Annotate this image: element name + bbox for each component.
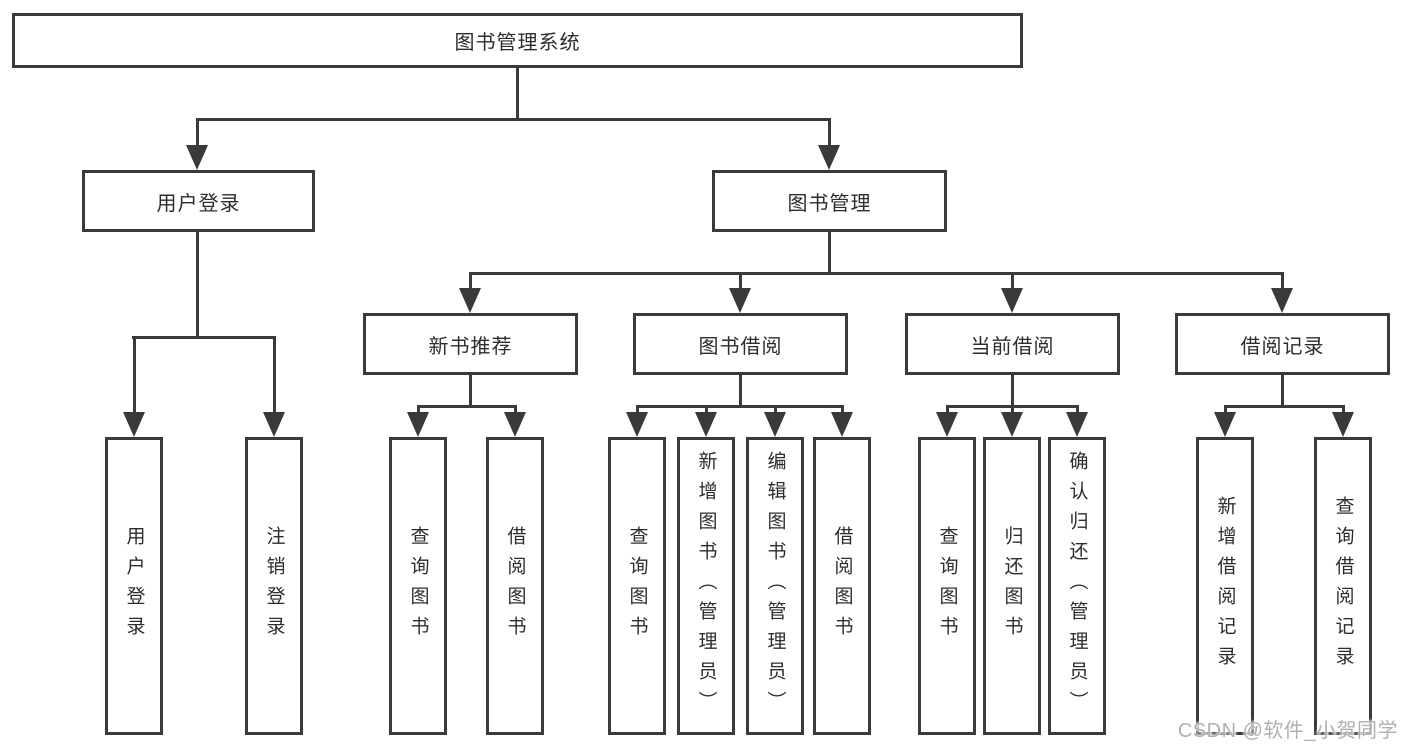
arrowhead-down-icon: [936, 412, 958, 437]
connector-stem: [841, 405, 844, 417]
arrowhead-down-icon: [818, 145, 840, 170]
leaf-record-add-label: 新增借阅记录: [1214, 496, 1236, 676]
node-root-label: 图书管理系统: [454, 32, 581, 54]
leaf-borrow-add-admin-label: 新增图书（管理员）: [695, 451, 717, 721]
arrowhead-down-icon: [1214, 412, 1236, 437]
connector-stem: [739, 272, 742, 292]
leaf-newbook-query-label: 查询图书: [407, 526, 429, 646]
connector-stem: [1281, 272, 1284, 292]
arrowhead-down-icon: [407, 412, 429, 437]
connector-stem: [469, 272, 472, 292]
leaf-record-query-label: 查询借阅记录: [1332, 496, 1354, 676]
connector-stem: [774, 405, 777, 417]
connector-stem: [946, 405, 949, 417]
leaf-logout-label: 注销登录: [263, 526, 285, 646]
connector-stem: [1011, 272, 1014, 292]
connector-bookmgmt-split: [469, 272, 1284, 275]
connector-stem: [273, 336, 276, 416]
leaf-borrow-edit-admin: 编辑图书（管理员）: [746, 437, 804, 735]
leaf-current-confirm-admin: 确认归还（管理员）: [1048, 437, 1106, 735]
leaf-borrow-edit-admin-label: 编辑图书（管理员）: [764, 451, 786, 721]
connector-borrow-trunk: [739, 375, 742, 408]
connector-borrow-split: [636, 405, 844, 408]
connector-userlogin-trunk: [196, 232, 199, 338]
leaf-user-login: 用户登录: [105, 437, 163, 735]
leaf-record-add: 新增借阅记录: [1196, 437, 1254, 735]
arrowhead-down-icon: [831, 412, 853, 437]
connector-stem: [417, 405, 420, 417]
leaf-current-return: 归还图书: [983, 437, 1041, 735]
node-user-login-label: 用户登录: [156, 192, 241, 215]
leaf-borrow-borrow-label: 借阅图书: [831, 526, 853, 646]
leaf-borrow-add-admin: 新增图书（管理员）: [677, 437, 735, 735]
leaf-record-query: 查询借阅记录: [1314, 437, 1372, 735]
arrowhead-down-icon: [123, 412, 145, 437]
node-book-borrow-label: 图书借阅: [698, 335, 783, 358]
leaf-logout: 注销登录: [245, 437, 303, 735]
node-book-management: 图书管理: [712, 170, 947, 232]
arrowhead-down-icon: [764, 412, 786, 437]
arrowhead-down-icon: [504, 412, 526, 437]
connector-stem: [196, 118, 199, 148]
node-root: 图书管理系统: [12, 13, 1023, 68]
arrowhead-down-icon: [729, 288, 751, 313]
connector-record-trunk: [1281, 375, 1284, 408]
leaf-current-query-label: 查询图书: [936, 526, 958, 646]
connector-stem: [828, 118, 831, 148]
connector-stem: [1076, 405, 1079, 417]
arrowhead-down-icon: [1332, 412, 1354, 437]
connector-stem: [133, 336, 136, 416]
arrowhead-down-icon: [186, 145, 208, 170]
arrowhead-down-icon: [263, 412, 285, 437]
arrowhead-down-icon: [1001, 412, 1023, 437]
connector-stem: [636, 405, 639, 417]
arrowhead-down-icon: [1271, 288, 1293, 313]
connector-stem: [1342, 405, 1345, 417]
leaf-newbook-borrow-label: 借阅图书: [504, 526, 526, 646]
node-current-borrow: 当前借阅: [905, 313, 1120, 375]
connector-stem: [705, 405, 708, 417]
leaf-borrow-borrow: 借阅图书: [813, 437, 871, 735]
connector-newbook-split: [417, 405, 517, 408]
connector-root-trunk: [516, 68, 519, 118]
node-borrow-record-label: 借阅记录: [1240, 335, 1325, 358]
connector-newbook-trunk: [469, 375, 472, 408]
leaf-current-return-label: 归还图书: [1001, 526, 1023, 646]
connector-stem: [1224, 405, 1227, 417]
arrowhead-down-icon: [626, 412, 648, 437]
node-new-book-recommend: 新书推荐: [363, 313, 578, 375]
leaf-newbook-query: 查询图书: [389, 437, 447, 735]
leaf-borrow-query-label: 查询图书: [626, 526, 648, 646]
connector-current-trunk: [1011, 375, 1014, 408]
leaf-user-login-label: 用户登录: [123, 526, 145, 646]
connector-userlogin-split: [132, 336, 276, 339]
node-current-borrow-label: 当前借阅: [970, 335, 1055, 358]
leaf-borrow-query: 查询图书: [608, 437, 666, 735]
arrowhead-down-icon: [1001, 288, 1023, 313]
leaf-current-query: 查询图书: [918, 437, 976, 735]
arrowhead-down-icon: [1066, 412, 1088, 437]
connector-bookmgmt-trunk: [828, 232, 831, 275]
node-book-management-label: 图书管理: [787, 192, 872, 215]
watermark: CSDN @软件_小贺同学: [1177, 720, 1398, 742]
leaf-newbook-borrow: 借阅图书: [486, 437, 544, 735]
arrowhead-down-icon: [695, 412, 717, 437]
connector-stem: [514, 405, 517, 417]
leaf-current-confirm-admin-label: 确认归还（管理员）: [1066, 451, 1088, 721]
connector-record-split: [1224, 405, 1345, 408]
node-book-borrow: 图书借阅: [633, 313, 848, 375]
node-new-book-recommend-label: 新书推荐: [428, 335, 513, 358]
connector-stem: [1011, 405, 1014, 417]
node-user-login: 用户登录: [82, 170, 315, 232]
arrowhead-down-icon: [459, 288, 481, 313]
connector-root-split: [196, 118, 831, 121]
node-borrow-record: 借阅记录: [1175, 313, 1390, 375]
